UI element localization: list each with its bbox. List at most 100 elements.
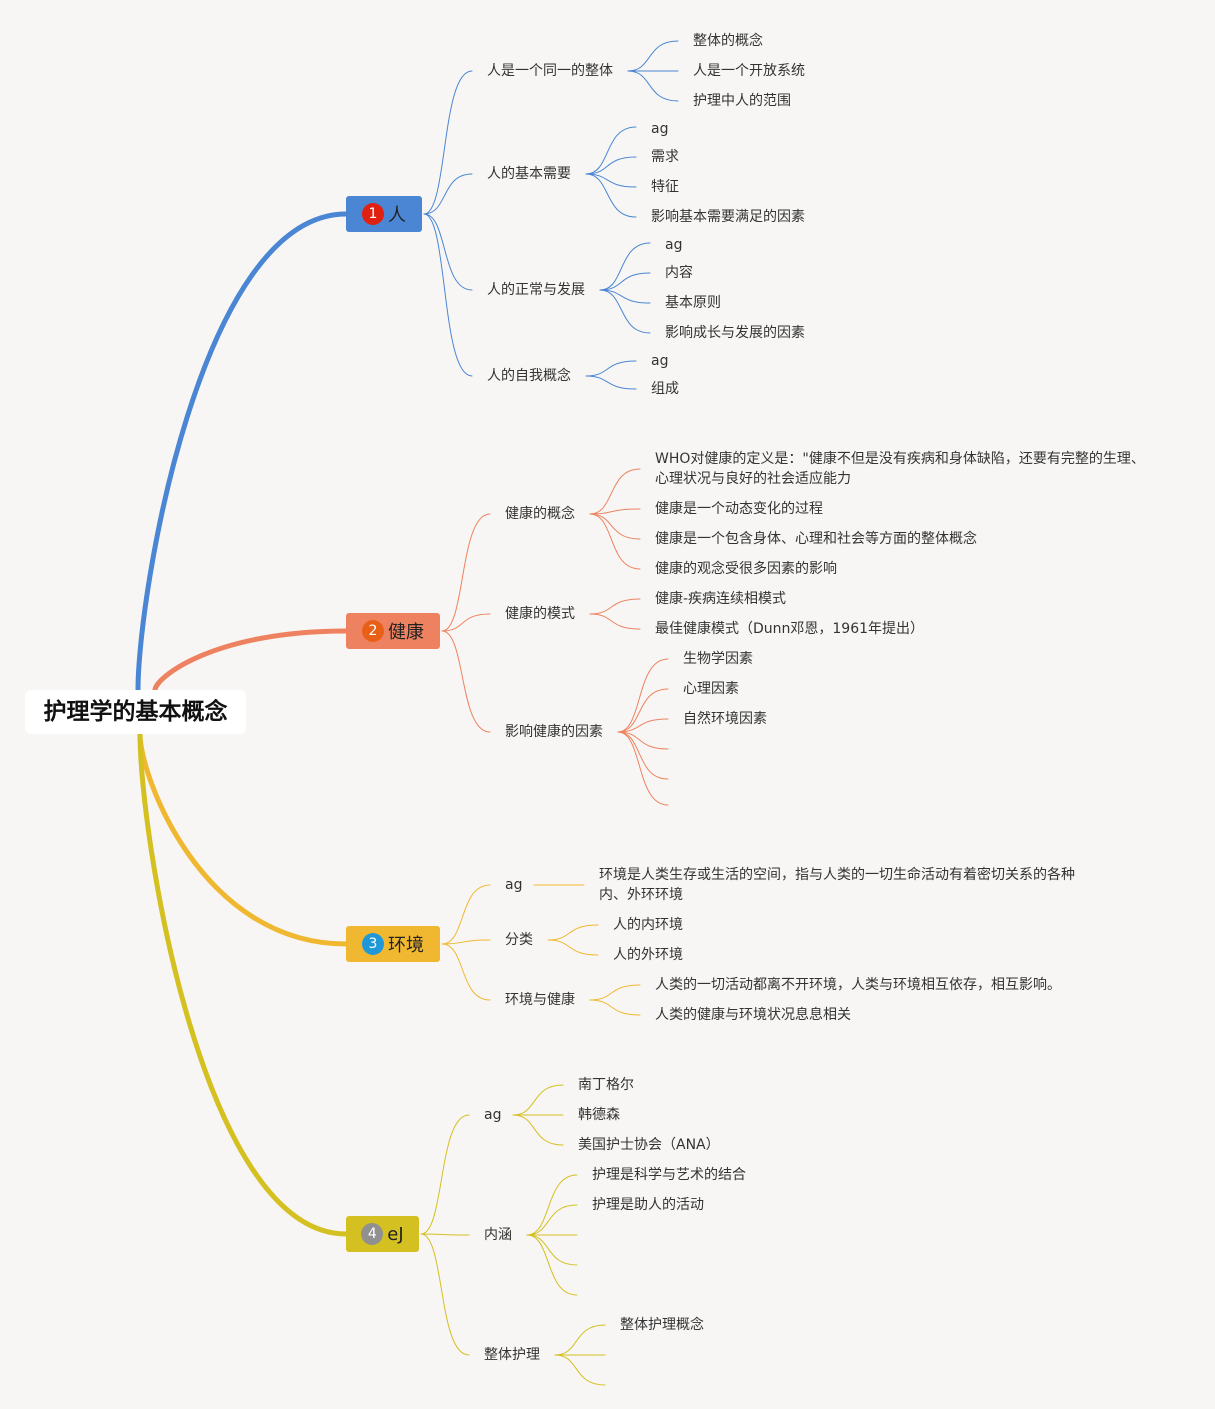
sub-link [441,513,491,632]
sub-link [423,70,473,215]
leaf-link [585,173,637,218]
sub-link [441,613,491,632]
leaf-link [589,999,641,1016]
leaf-link [526,1174,578,1236]
leaf-link [589,598,641,615]
subtopic[interactable]: 健康的模式 [505,606,575,622]
leaf-link [617,718,669,733]
leaf-topic[interactable]: ag [651,353,669,369]
leaf-topic[interactable]: 护理是科学与艺术的结合 [592,1167,746,1183]
leaf-link [585,360,637,377]
leaf-topic[interactable]: 人的内环境 [613,917,683,933]
sub-link [441,939,491,945]
leaf-topic[interactable]: 环境是人类生存或生活的空间，指与人类的一切生命活动有着密切关系的各种内、外环环境 [599,867,1075,903]
leaf-link [589,468,641,515]
leaf-link [526,1204,578,1236]
leaf-link [512,1084,564,1116]
leaf-link [627,40,679,72]
branch-label: 人 [388,205,406,226]
sub-link [441,884,491,945]
leaf-link [599,272,651,291]
subtopic[interactable]: 人的基本需要 [487,166,571,182]
leaf-topic[interactable]: 组成 [651,381,679,397]
leaf-topic[interactable]: 内容 [665,265,693,281]
branch-huli[interactable]: 4 eJ [346,1216,419,1252]
branch-jiankang[interactable]: 2 健康 [346,613,440,649]
subtopic[interactable]: 环境与健康 [505,992,575,1008]
leaf-topic[interactable]: 健康的观念受很多因素的影响 [655,561,837,577]
leaf-link [554,1354,606,1386]
branch-label: 环境 [388,935,424,956]
leaf-link [585,173,637,188]
leaf-link [589,508,641,515]
leaf-link [589,513,641,570]
main-link-huli [137,731,349,1237]
subtopic[interactable]: 人是一个同一的整体 [487,63,613,79]
leaf-link [599,289,651,304]
branch-number-badge: 1 [362,203,384,225]
leaf-topic[interactable]: 健康-疾病连续相模式 [655,591,787,607]
leaf-topic[interactable]: 整体的概念 [693,33,763,49]
leaf-topic[interactable]: 影响成长与发展的因素 [665,325,805,341]
sub-link [423,213,473,377]
leaf-topic[interactable]: 需求 [651,149,679,165]
leaf-link [547,939,599,956]
subtopic[interactable]: ag [505,877,523,893]
sub-link [420,1114,470,1235]
leaf-topic[interactable]: 整体护理概念 [620,1317,704,1333]
leaf-topic[interactable]: 美国护士协会（ANA） [578,1137,720,1153]
leaf-topic[interactable]: ag [651,121,669,137]
leaf-link [617,731,669,750]
leaf-link [617,731,669,806]
leaf-topic[interactable]: 护理是助人的活动 [592,1197,704,1213]
leaf-topic[interactable]: ag [665,237,683,253]
leaf-topic[interactable]: 基本原则 [665,295,721,311]
branch-label: eJ [387,1223,404,1245]
leaf-link [599,289,651,334]
subtopic[interactable]: 整体护理 [484,1347,540,1363]
branch-number-badge: 3 [362,933,384,955]
root-topic[interactable]: 护理学的基本概念 [25,690,246,734]
subtopic[interactable]: 内涵 [484,1227,512,1243]
leaf-link [512,1114,564,1146]
leaf-link [599,242,651,291]
main-link-jiankang [152,628,349,693]
leaf-topic[interactable]: 护理中人的范围 [693,93,791,109]
sub-link [420,1233,470,1356]
leaf-link [526,1234,578,1266]
branch-label: 健康 [388,622,424,643]
leaf-link [585,126,637,175]
leaf-topic[interactable]: 心理因素 [683,681,739,697]
leaf-topic[interactable]: 自然环境因素 [683,711,767,727]
leaf-topic[interactable]: 生物学因素 [683,651,753,667]
leaf-topic[interactable]: 影响基本需要满足的因素 [651,209,805,225]
sub-link [423,173,473,215]
subtopic[interactable]: 健康的概念 [505,506,575,522]
leaf-link [589,613,641,630]
leaf-link [585,156,637,175]
leaf-topic[interactable]: 人是一个开放系统 [693,63,805,79]
leaf-topic[interactable]: 人的外环境 [613,947,683,963]
sub-link [423,213,473,291]
subtopic[interactable]: 分类 [505,932,533,948]
leaf-link [554,1324,606,1356]
branch-ren[interactable]: 1 人 [346,196,422,232]
leaf-topic[interactable]: 人类的一切活动都离不开环境，人类与环境相互依存，相互影响。 [655,977,1061,993]
leaf-topic[interactable]: 南丁格尔 [578,1077,634,1093]
leaf-topic[interactable]: 健康是一个包含身体、心理和社会等方面的整体概念 [655,531,977,547]
subtopic[interactable]: 人的正常与发展 [487,282,585,298]
leaf-topic[interactable]: 最佳健康模式（Dunn邓恩，1961年提出） [655,621,925,637]
leaf-topic[interactable]: 特征 [651,179,679,195]
subtopic[interactable]: ag [484,1107,502,1123]
leaf-topic[interactable]: 人类的健康与环境状况息息相关 [655,1007,851,1023]
subtopic[interactable]: 影响健康的因素 [505,724,603,740]
subtopic[interactable]: 人的自我概念 [487,368,571,384]
sub-link [420,1233,470,1236]
leaf-link [627,70,679,102]
leaf-topic[interactable]: 韩德森 [578,1107,620,1123]
leaf-topic[interactable]: WHO对健康的定义是："健康不但是没有疾病和身体缺陷，还要有完整的生理、心理状况… [655,451,1145,487]
branch-huanjing[interactable]: 3 环境 [346,926,440,962]
leaf-topic[interactable]: 健康是一个动态变化的过程 [655,501,823,517]
leaf-link [526,1234,578,1296]
